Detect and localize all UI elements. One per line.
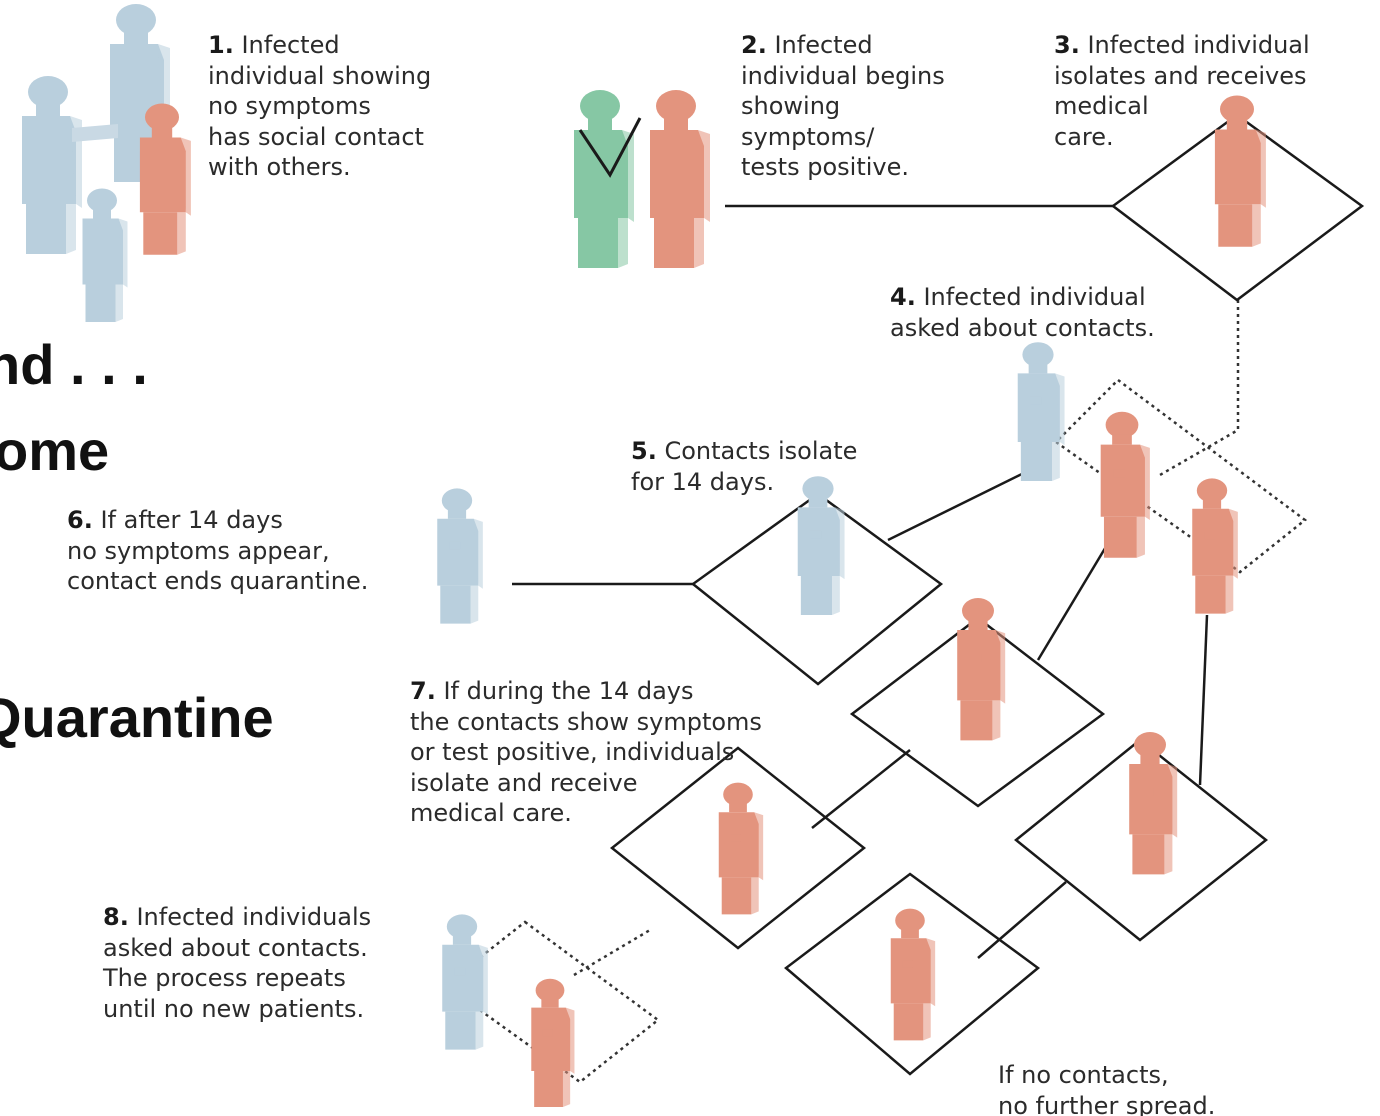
link-infected-a [1036,539,1112,661]
contact-figure-released [437,488,483,624]
step-8-number: 8. [103,903,129,931]
end-note: If no contacts, no further spread. [998,1061,1216,1116]
infected-figure-9 [531,978,575,1107]
step-6-caption: 6. If after 14 days no symptoms appear, … [67,505,368,597]
step-4-caption: 4. Infected individual asked about conta… [890,282,1155,343]
dotted-links [442,300,1308,1084]
step-8-text: Infected individuals asked about contact… [103,903,372,1023]
dotted-box-contacts [1054,378,1308,574]
isolation-diamonds [609,113,1365,1076]
link-infected-b [1198,614,1209,786]
diamond-step3 [1110,113,1365,302]
step-1-text: Infected individual showing no symptoms … [208,31,432,181]
infected-figure-5 [957,598,1006,741]
slide-fragment-3: Quarantine [0,686,274,749]
diamond-step7-a [849,616,1106,808]
step-2-caption: 2. Infected individual begins showing sy… [741,30,945,183]
step-1-number: 1. [208,31,234,59]
dotted-link-step3-step4 [1159,300,1240,477]
step-4-text: Infected individual asked about contacts… [890,283,1155,342]
step-3-number: 3. [1054,31,1080,59]
step-2-number: 2. [741,31,767,59]
step-1-caption: 1. Infected individual showing no sympto… [208,30,431,183]
diamond-step7-c [1014,738,1269,942]
step-6-text: If after 14 days no symptoms appear, con… [67,506,369,595]
step-5-number: 5. [631,437,657,465]
contact-figure-4 [1017,342,1065,482]
step-7-caption: 7. If during the 14 days the contacts sh… [410,676,762,829]
infected-figure-3 [1100,411,1150,558]
step-8-caption: 8. Infected individuals asked about cont… [103,902,371,1024]
step-5-caption: 5. Contacts isolate for 14 days. [631,436,857,497]
slide-fragment-1: nd . . . [0,333,148,396]
solid-links [512,204,1209,959]
step-3-caption: 3. Infected individual isolates and rece… [1054,30,1310,152]
link-step5-contact [887,468,1031,542]
step-4-number: 4. [890,283,916,311]
step-2-text: Infected individual begins showing sympt… [741,31,945,181]
step-7-text: If during the 14 days the contacts show … [410,677,762,827]
dotted-link-step8 [573,928,651,977]
handshake-arm [72,124,118,142]
step-5-text: Contacts isolate for 14 days. [631,437,858,496]
step-3-text: Infected individual isolates and receive… [1054,31,1310,151]
contact-figure-3 [82,188,128,322]
step-6-number: 6. [67,506,93,534]
infected-figure-8 [890,908,936,1041]
contact-figure-quarantine [797,476,845,616]
contact-figure-5 [442,914,488,1050]
infected-figure-2 [650,90,710,268]
slide-fragment-2: ome [0,419,110,482]
infected-figure-4 [1192,478,1238,614]
diamond-no-contacts [784,872,1041,1076]
step-7-number: 7. [410,677,436,705]
link-step7-b [977,881,1067,959]
figures [22,4,1266,1107]
infected-figure-7 [1129,732,1178,875]
diamond-step7-b [609,746,867,950]
contact-figure-2 [22,76,82,254]
diamond-step5 [690,492,944,686]
link-step7-a [811,749,911,829]
health-worker-figure [574,90,634,268]
stethoscope-icon [578,117,642,178]
